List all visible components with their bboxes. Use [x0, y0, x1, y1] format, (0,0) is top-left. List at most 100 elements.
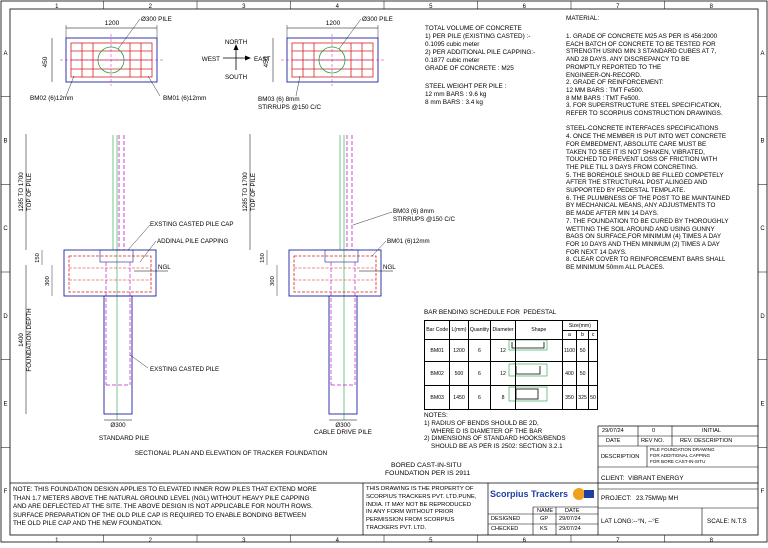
elev-right-top-dim: 1285 TO 1700: [242, 172, 249, 212]
elevation-cable-drive-pile: NGL 1285 TO 1700 TOP OF PILE 150 300 BM0…: [242, 134, 456, 436]
column-label: 6: [523, 4, 527, 10]
bbs-cell: 50: [576, 339, 590, 362]
elev-left-top-dim-sub: TOP OF PILE: [26, 173, 33, 211]
elev-right-300: 300: [270, 276, 276, 286]
steel-title: STEEL WEIGHT PER PILE :: [425, 83, 507, 90]
bbs-cell: BM01: [423, 339, 451, 362]
column-label: 6: [523, 538, 527, 543]
row-label: C: [3, 226, 8, 232]
description-value1: PILE FOUNDATION DRAWING: [650, 447, 715, 452]
description-label: DESCRIPTION: [601, 454, 640, 460]
elev-existing-pile-label: EXSTING CASTED PILE: [150, 366, 219, 373]
table-row: BM01 1200 6 12 1100 50: [423, 339, 598, 362]
elev-right-top-dim-sub: TOP OF PILE: [250, 173, 257, 211]
project-value: 23.75MWp MH: [636, 495, 678, 502]
bbs-table: Bar Code L(mm) Quantity Diameter Shape S…: [423, 320, 599, 410]
table-row: BM02 500 6 12 400 50: [423, 361, 598, 386]
description-value3: FOR BORE CAST-IN-SITU: [650, 459, 706, 464]
bottom-note: NOTE: THIS FOUNDATION DESIGN APPLIES TO …: [13, 486, 317, 528]
client-label: CLIENT:: [601, 475, 625, 482]
column-label: 4: [336, 538, 340, 543]
elev-right-150: 150: [260, 253, 266, 263]
bbs-title: BAR BENDING SCHEDULE FOR PEDESTAL: [424, 309, 557, 316]
bbs-cell: 325: [576, 385, 590, 410]
column-label: 8: [710, 4, 714, 10]
concrete-line4: 0.1877 cubic meter: [425, 57, 480, 64]
bbs-h-c: c: [588, 330, 598, 340]
column-label: 2: [149, 538, 153, 543]
signoff-date-header: DATE: [565, 508, 580, 514]
revision-head-rev: REV NO.: [641, 438, 665, 444]
revision-desc: INITIAL: [702, 428, 721, 434]
material-title: MATERIAL:: [566, 15, 600, 22]
plan-left-bm01-label: BM01 (6)12mm: [163, 95, 206, 102]
plan-right-width-dim: 1200: [326, 20, 341, 27]
bbs-cell: 6: [467, 361, 492, 386]
bbs-h-dia: Diameter: [490, 320, 516, 340]
elev-right-pile-dia: Ø300: [335, 422, 351, 429]
concrete-line5: GRADE OF CONCRETE : M25: [425, 65, 514, 72]
plan-right-bm03-label: BM03 (6) 8mm: [258, 96, 300, 103]
concrete-title: TOTAL VOLUME OF CONCRETE: [425, 25, 522, 32]
lat-long: LAT LONG:--°N, --°E: [601, 518, 659, 525]
revision-head-desc: REV. DESCRIPTION: [680, 438, 733, 444]
compass-north: NORTH: [225, 39, 248, 46]
revision-number: 0: [652, 428, 656, 434]
row-label: E: [760, 402, 764, 408]
elevation-standard-pile: NGL 1285 TO 1700 TOP OF PILE 150 300 140…: [18, 134, 234, 442]
notes-text: 1) RADIUS OF BENDS SHOULD BE 2D, WHERE D…: [424, 420, 566, 451]
bbs-cell: 50: [576, 361, 590, 386]
bored-line2: FOUNDATION PER IS 2911: [385, 470, 471, 477]
signoff-checked: CHECKED: [491, 526, 519, 532]
concrete-line2: 0.1095 cubic meter: [425, 41, 480, 48]
bbs-cell: BM03: [423, 385, 451, 410]
row-label: F: [4, 489, 8, 495]
elev-left-top-dim: 1285 TO 1700: [18, 172, 25, 212]
revision-head-date: DATE: [606, 438, 621, 444]
signoff-designed-name: GP: [540, 516, 549, 522]
elev-left-found-dim: 1400: [18, 333, 25, 347]
row-label: A: [760, 51, 764, 57]
plan-left-depth-dim: 450: [42, 56, 49, 67]
company-logo: Scorpius Trackers: [490, 489, 569, 499]
bbs-cell: 6: [467, 385, 492, 410]
column-label: 8: [710, 538, 714, 543]
bbs-shape-cell: [514, 361, 563, 386]
bbs-h-b: b: [576, 330, 590, 340]
section-title: SECTIONAL PLAN AND ELEVATION OF TRACKER …: [135, 450, 328, 457]
bbs-shape-cell: [514, 385, 563, 410]
plan-right-pile-label: Ø300 PILE: [362, 16, 393, 23]
column-label: 7: [616, 538, 620, 543]
bbs-cell: 8: [490, 385, 516, 410]
bbs-cell: [588, 339, 598, 362]
plan-view-standard: 1200 450 Ø300 PILE BM02 (6)12mm BM01 (6)…: [30, 16, 206, 102]
plan-left-pile-label: Ø300 PILE: [141, 16, 172, 23]
row-label: E: [3, 402, 7, 408]
row-label: C: [760, 226, 765, 232]
plan-right-stirrups-label: STIRRUPS @150 C/C: [258, 104, 322, 111]
bbs-cell: 350: [561, 385, 578, 410]
property-note: THIS DRAWING IS THE PROPERTY OF SCORPIUS…: [366, 486, 477, 531]
project-label: PROJECT:: [601, 495, 632, 502]
bbs-cell: [588, 361, 598, 386]
bbs-h-qty: Quantity: [467, 320, 492, 340]
row-label: F: [761, 489, 765, 495]
client-value: VIBRANT ENERGY: [628, 475, 684, 482]
column-label: 7: [616, 4, 620, 10]
compass-west: WEST: [202, 56, 220, 63]
revision-date: 29/07/24: [602, 428, 624, 434]
elev-right-stirrups-label: STIRRUPS @150 C/C: [393, 216, 456, 223]
material-notes: 1. GRADE OF CONCRETE M25 AS PER IS 456:2…: [566, 33, 731, 272]
bbs-cell: 400: [561, 361, 578, 386]
signoff-checked-date: 29/07/24: [559, 526, 581, 532]
bbs-cell: 1100: [561, 339, 578, 362]
plan-right-depth-dim: 450: [263, 56, 270, 67]
bbs-cell: 6: [467, 339, 492, 362]
bbs-cell: 12: [490, 339, 516, 362]
bbs-cell: 500: [449, 361, 469, 386]
signoff-designed: DESIGNED: [491, 516, 521, 522]
column-label: 5: [429, 4, 433, 10]
elev-existing-cap-label: EXSTING CASTED PILE CAP: [150, 221, 234, 228]
